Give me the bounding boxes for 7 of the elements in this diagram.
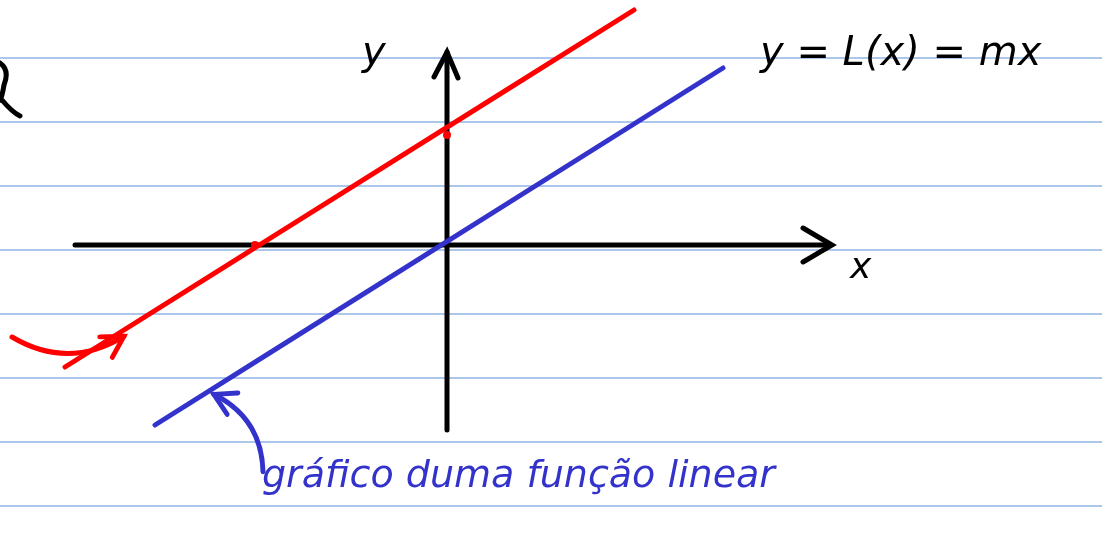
equation: y = L(x) = mx (760, 28, 1042, 74)
graph-caption: gráfico duma função linear (262, 452, 775, 496)
arrow (9, 333, 127, 360)
shifted-line-graph (62, 7, 637, 370)
leader-arrow (211, 391, 266, 475)
axis-label: y (362, 28, 386, 74)
axis-label: x (850, 245, 872, 286)
